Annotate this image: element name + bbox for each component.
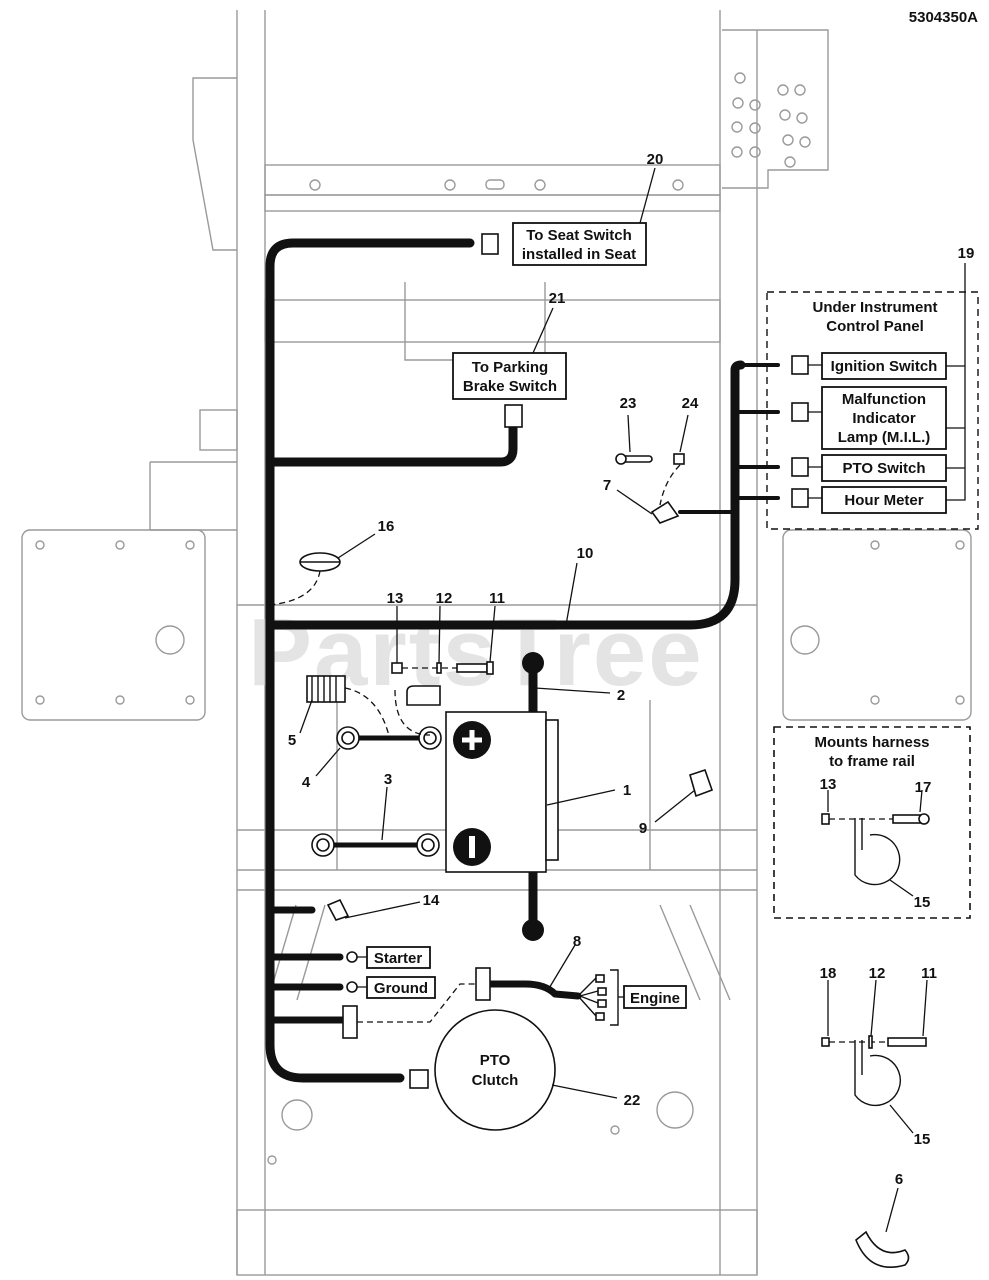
- callout-boxes: To Seat Switch installed in Seat To Park…: [357, 222, 979, 1009]
- svg-text:24: 24: [682, 395, 699, 412]
- svg-text:8: 8: [573, 933, 581, 950]
- main-harness: [265, 238, 780, 1083]
- svg-text:Clutch: Clutch: [472, 1072, 519, 1089]
- instrument-panel-title: Under Instrument: [812, 299, 937, 316]
- svg-text:11: 11: [489, 590, 505, 607]
- svg-text:22: 22: [624, 1092, 641, 1109]
- svg-text:3: 3: [384, 771, 392, 788]
- connectors: [342, 233, 809, 1089]
- cable-tie: [855, 1230, 910, 1269]
- pto-clutch: PTO Clutch: [434, 1009, 556, 1131]
- svg-text:installed in Seat: installed in Seat: [522, 246, 636, 263]
- svg-text:13: 13: [820, 776, 837, 793]
- svg-text:14: 14: [423, 892, 440, 909]
- svg-text:16: 16: [378, 518, 395, 535]
- svg-text:4: 4: [302, 774, 311, 791]
- mount-detail-1: [821, 813, 930, 886]
- svg-text:12: 12: [436, 590, 453, 607]
- svg-text:Brake Switch: Brake Switch: [463, 378, 557, 395]
- mounts-title: Mounts harness: [814, 734, 929, 751]
- chassis-frame: [21, 10, 972, 1276]
- pto-switch-label: PTO Switch: [842, 460, 925, 477]
- svg-text:15: 15: [914, 1131, 931, 1148]
- battery: [445, 711, 559, 873]
- svg-text:6: 6: [895, 1171, 903, 1188]
- doc-number: 5304350A: [909, 9, 978, 26]
- leader-lines: [299, 167, 928, 1233]
- mil-label: Malfunction: [842, 391, 926, 408]
- svg-text:PTO: PTO: [480, 1052, 511, 1069]
- svg-text:17: 17: [915, 779, 932, 796]
- battery-cables: [269, 453, 714, 921]
- seat-switch-label: To Seat Switch: [526, 227, 632, 244]
- part-numbers: 5304350A 20 19 21 23 24 7 16 10 13 12 11…: [288, 9, 978, 1188]
- svg-text:5: 5: [288, 732, 296, 749]
- svg-text:23: 23: [620, 395, 637, 412]
- ignition-switch-label: Ignition Switch: [831, 358, 938, 375]
- svg-text:9: 9: [639, 820, 647, 837]
- hour-meter-label: Hour Meter: [844, 492, 923, 509]
- svg-text:1: 1: [623, 782, 631, 799]
- svg-text:2: 2: [617, 687, 625, 704]
- mount-detail-2: [821, 1035, 927, 1107]
- svg-text:Control Panel: Control Panel: [826, 318, 924, 335]
- svg-text:13: 13: [387, 590, 404, 607]
- svg-text:11: 11: [921, 965, 937, 982]
- svg-text:18: 18: [820, 965, 837, 982]
- starter-label: Starter: [374, 950, 423, 967]
- svg-text:21: 21: [549, 290, 566, 307]
- svg-text:20: 20: [647, 151, 664, 168]
- svg-text:19: 19: [958, 245, 975, 262]
- svg-text:7: 7: [603, 477, 611, 494]
- svg-text:Indicator: Indicator: [852, 410, 916, 427]
- svg-text:Lamp (M.I.L.): Lamp (M.I.L.): [838, 429, 931, 446]
- svg-text:12: 12: [869, 965, 886, 982]
- panel-holes: [731, 72, 811, 168]
- svg-text:15: 15: [914, 894, 931, 911]
- parking-brake-label: To Parking: [472, 359, 548, 376]
- svg-text:to frame rail: to frame rail: [829, 753, 915, 770]
- svg-text:10: 10: [577, 545, 594, 562]
- ground-label: Ground: [374, 980, 428, 997]
- engine-label: Engine: [630, 990, 680, 1007]
